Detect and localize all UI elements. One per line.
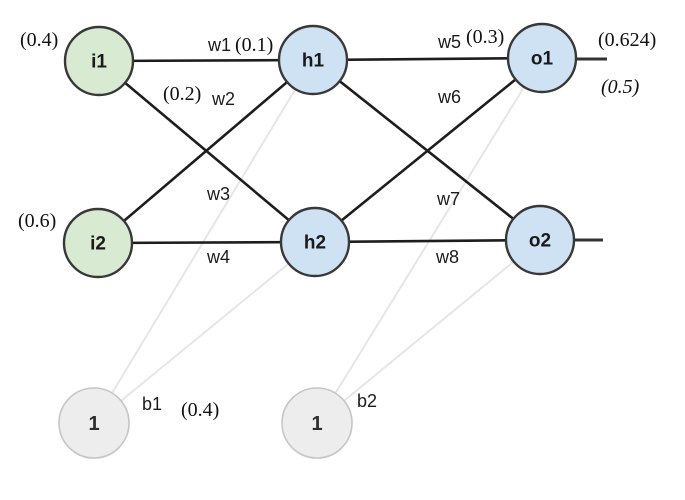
label-weight-w2: w2 bbox=[211, 89, 235, 109]
label-weight-w8: w8 bbox=[435, 247, 459, 267]
edge-i1-h1 bbox=[98, 58, 314, 63]
node-o2-circle bbox=[504, 204, 576, 276]
node-h1-circle bbox=[277, 24, 349, 96]
node-o1-circle bbox=[506, 22, 578, 94]
edge-b2-o2 bbox=[316, 239, 541, 424]
edge-h2-o1 bbox=[314, 56, 543, 244]
edge-h2-o2 bbox=[314, 238, 541, 244]
node-i1-label: i1 bbox=[91, 52, 107, 73]
edge-h1-o1 bbox=[312, 56, 543, 62]
label-input1-value: (0.4) bbox=[20, 29, 58, 51]
label-weight-w7: w7 bbox=[436, 189, 460, 209]
node-b2-label: 1 bbox=[311, 413, 322, 435]
node-i1-circle bbox=[63, 25, 135, 97]
node-h2-circle bbox=[279, 206, 351, 278]
label-weight-w6: w6 bbox=[437, 87, 461, 107]
node-i2-label: i2 bbox=[90, 234, 106, 255]
label-input2-value: (0.6) bbox=[18, 210, 56, 232]
label-weight-w1-value: (0.1) bbox=[235, 34, 273, 56]
edge-b1-h2 bbox=[93, 241, 316, 424]
label-weight-w5: w5 bbox=[437, 32, 461, 52]
node-b1-label: 1 bbox=[88, 413, 99, 435]
node-o2-label: o2 bbox=[529, 231, 551, 252]
node-o1-label: o1 bbox=[531, 49, 554, 70]
label-output1-value: (0.624) bbox=[598, 29, 656, 51]
label-weight-w4: w4 bbox=[206, 247, 230, 267]
edge-i2-h1 bbox=[97, 59, 314, 244]
node-b1-circle bbox=[58, 387, 130, 459]
label-output1-target: (0.5) bbox=[601, 76, 640, 98]
label-weight-w3: w3 bbox=[206, 184, 230, 204]
label-bias2-label: b2 bbox=[357, 391, 377, 411]
label-weight-w5-value: (0.3) bbox=[466, 26, 504, 48]
label-weight-w2-value: (0.2) bbox=[163, 83, 201, 105]
label-bias1-label: b1 bbox=[142, 394, 162, 414]
node-i2-circle bbox=[62, 207, 134, 279]
node-h1-label: h1 bbox=[302, 51, 325, 72]
label-bias1-value: (0.4) bbox=[181, 399, 219, 421]
node-b2-circle bbox=[281, 387, 353, 459]
node-h2-label: h2 bbox=[304, 233, 326, 254]
label-weight-w1: w1 bbox=[207, 35, 231, 55]
edge-i2-h2 bbox=[97, 240, 316, 245]
